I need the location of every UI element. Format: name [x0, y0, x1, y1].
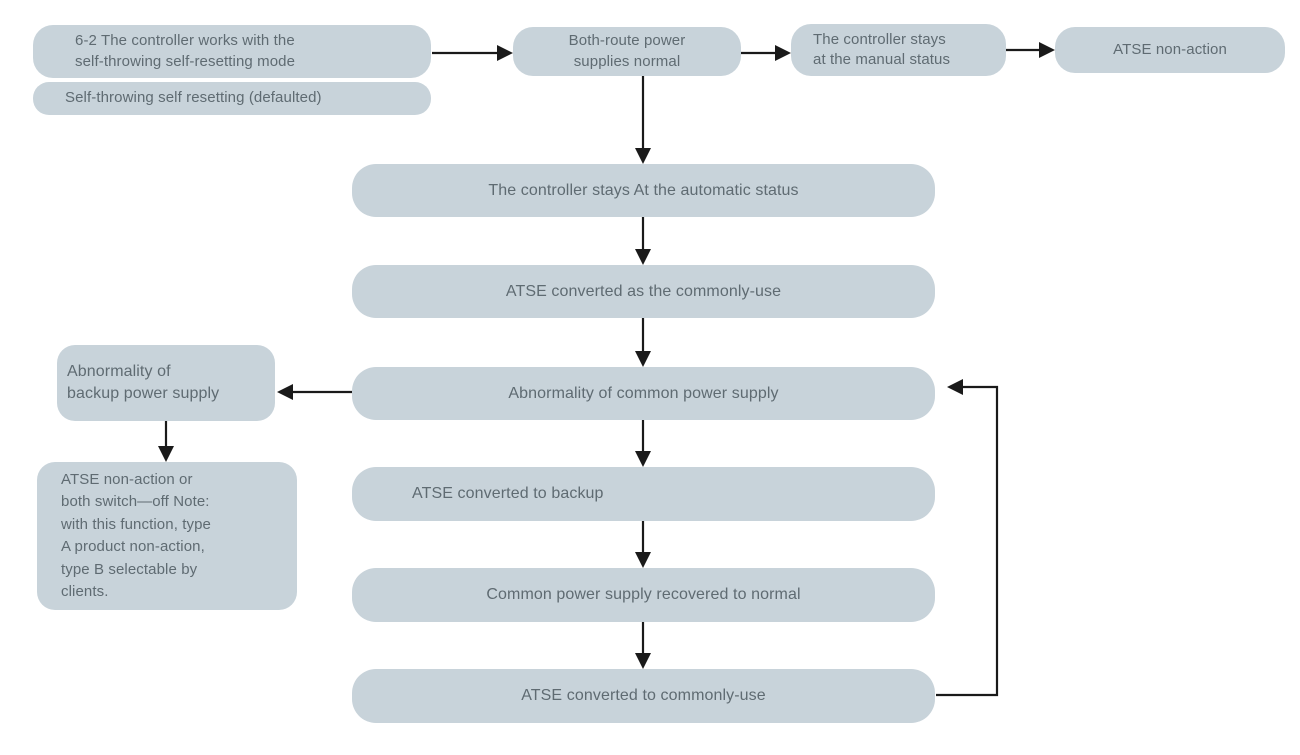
node-label: 6-2 The controller works with the self-t… — [75, 32, 296, 70]
edge-n1-to-n3 — [432, 45, 513, 61]
edge-n13-to-n9-feedback — [936, 379, 999, 697]
node-common-power-recovered[interactable]: Common power supply recovered to normal — [352, 568, 935, 622]
node-label: ATSE converted as the commonly-use — [505, 282, 782, 300]
edge-n6-to-n7 — [635, 217, 651, 265]
edge-n9-to-n8 — [277, 384, 352, 400]
node-atse-non-action[interactable]: ATSE non-action — [1055, 27, 1285, 73]
edge-n3-to-n6 — [635, 76, 651, 164]
edge-n7-to-n9 — [635, 318, 651, 367]
node-label: Both-route power supplies normal — [568, 32, 686, 70]
node-atse-converted-to-backup[interactable]: ATSE converted to backup — [352, 467, 935, 521]
node-controller-automatic-status[interactable]: The controller stays At the automatic st… — [352, 164, 935, 217]
edge-n11-to-n12 — [635, 521, 651, 568]
edge-n8-to-n10 — [158, 421, 174, 462]
edge-n4-to-n5 — [1006, 42, 1055, 58]
node-title-self-throwing-mode[interactable]: 6-2 The controller works with the self-t… — [33, 25, 431, 78]
node-atse-converted-to-commonly-use[interactable]: ATSE converted to commonly-use — [352, 669, 935, 723]
edge-n12-to-n13 — [635, 622, 651, 669]
node-label: Abnormality of common power supply — [508, 384, 779, 402]
node-both-route-power-supplies-normal[interactable]: Both-route power supplies normal — [513, 27, 741, 76]
edge-n9-to-n11 — [635, 420, 651, 467]
node-self-throwing-defaulted[interactable]: Self-throwing self resetting (defaulted) — [33, 82, 431, 115]
node-label: ATSE converted to commonly-use — [521, 687, 766, 705]
node-controller-manual-status[interactable]: The controller stays at the manual statu… — [791, 24, 1006, 76]
node-label: The controller stays at the manual statu… — [813, 30, 951, 68]
node-label: The controller stays At the automatic st… — [488, 181, 799, 199]
node-label: Self-throwing self resetting (defaulted) — [65, 89, 322, 107]
node-atse-converted-commonly-use-top[interactable]: ATSE converted as the commonly-use — [352, 265, 935, 318]
node-abnormality-common-power-supply[interactable]: Abnormality of common power supply — [352, 367, 935, 420]
node-atse-non-action-note[interactable]: ATSE non-action or both switch—off Note:… — [37, 462, 297, 610]
node-label: ATSE converted to backup — [412, 485, 604, 503]
node-label: Abnormality of backup power supply — [67, 363, 220, 402]
node-label: ATSE non-action — [1113, 40, 1227, 58]
edge-n3-to-n4 — [741, 45, 791, 61]
node-label: ATSE non-action or both switch—off Note:… — [61, 470, 211, 601]
node-label: Common power supply recovered to normal — [486, 586, 801, 604]
node-abnormality-backup-power-supply[interactable]: Abnormality of backup power supply — [57, 345, 275, 421]
